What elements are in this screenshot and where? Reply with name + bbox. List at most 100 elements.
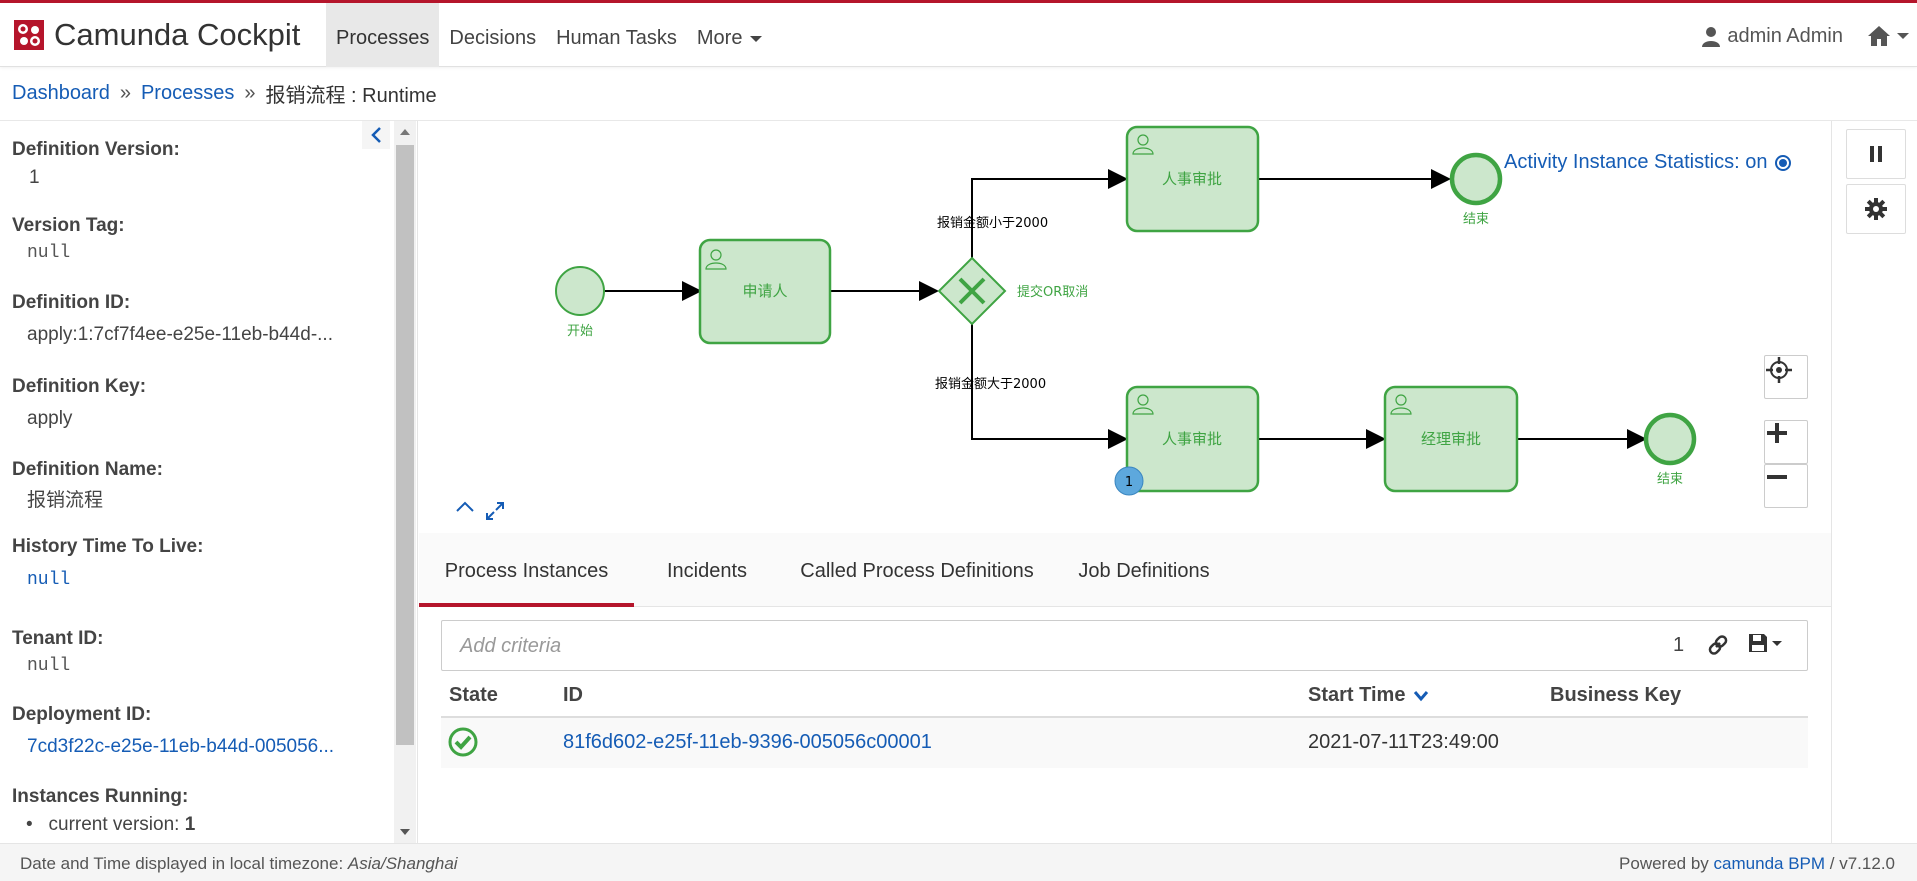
save-search-dropdown[interactable]: [1748, 633, 1782, 653]
prop-tenant-id: Tenant ID: null: [12, 628, 382, 676]
prop-value: null: [27, 243, 71, 263]
chevron-down-icon: [750, 35, 763, 42]
tab-job-definitions[interactable]: Job Definitions: [1078, 560, 1210, 582]
maximize-diagram-button[interactable]: [485, 501, 513, 529]
nav-more[interactable]: More: [687, 3, 773, 67]
exclusive-gateway[interactable]: [937, 256, 1007, 326]
nav-more-label: More: [696, 27, 743, 49]
settings-button[interactable]: [1846, 184, 1906, 234]
scroll-down-arrow-icon[interactable]: [394, 821, 416, 843]
breadcrumb-dashboard[interactable]: Dashboard: [12, 82, 110, 104]
reset-zoom-button[interactable]: [1764, 355, 1808, 399]
end-event-bottom[interactable]: [1643, 412, 1697, 466]
tab-called-process-definitions[interactable]: Called Process Definitions: [800, 560, 1034, 582]
column-header-state[interactable]: State: [449, 684, 498, 706]
user-task-icon: [705, 249, 727, 270]
plus-icon: [1767, 423, 1787, 443]
end-top-label: 结束: [1463, 212, 1489, 227]
user-task-icon: [1132, 394, 1154, 415]
tab-process-instances[interactable]: Process Instances: [419, 533, 634, 607]
prop-label: Definition Name:: [12, 459, 163, 480]
column-header-start-time-label: Start Time: [1308, 684, 1406, 706]
main-nav: Processes Decisions Human Tasks More: [326, 3, 772, 67]
task-manager-label: 经理审批: [1421, 430, 1481, 448]
nav-decisions[interactable]: Decisions: [449, 27, 537, 49]
start-event-label: 开始: [567, 324, 593, 339]
deployment-id-link[interactable]: 7cd3f22c-e25e-11eb-b44d-005056...: [27, 736, 335, 757]
top-navbar: Camunda Cockpit Processes Decisions Huma…: [0, 0, 1917, 67]
prop-definition-key: Definition Key: apply: [12, 376, 382, 430]
brand[interactable]: Camunda Cockpit: [14, 17, 300, 53]
current-version-label: current version:: [48, 814, 180, 835]
search-result-count: 1: [1673, 634, 1685, 656]
pause-icon: [1870, 146, 1882, 162]
prop-definition-id: Definition ID: apply:1:7cf7f4ee-e25e-11e…: [12, 292, 382, 346]
search-criteria-input[interactable]: Add criteria 1: [441, 620, 1808, 671]
prop-value[interactable]: null: [27, 570, 71, 590]
column-header-start-time[interactable]: Start Time: [1308, 684, 1429, 707]
table-row: 81f6d602-e25f-11eb-9396-005056c00001 202…: [441, 718, 1808, 768]
prop-label: Deployment ID:: [12, 704, 152, 725]
home-icon: [1868, 26, 1890, 46]
instance-count-badge[interactable]: [1114, 466, 1144, 496]
prop-label: Definition Key:: [12, 376, 147, 397]
instance-id-link[interactable]: 81f6d602-e25f-11eb-9396-005056c00001: [563, 731, 932, 753]
user-task-icon: [1390, 394, 1412, 415]
floppy-disk-icon: [1749, 634, 1767, 652]
chevron-down-icon: [1897, 33, 1909, 39]
chevron-left-icon: [371, 127, 381, 143]
end-bottom-label: 结束: [1657, 472, 1683, 487]
task-applicant[interactable]: [698, 238, 832, 345]
gear-icon: [1865, 198, 1887, 220]
chevron-up-icon: [456, 501, 474, 512]
prop-value: apply: [27, 408, 73, 429]
sequence-flows: [604, 169, 1647, 449]
scroll-up-arrow-icon[interactable]: [394, 121, 416, 143]
sidebar-collapse-button[interactable]: [362, 121, 390, 149]
timezone-value: Asia/Shanghai: [347, 854, 458, 873]
user-menu[interactable]: admin Admin: [1701, 25, 1843, 48]
table-header: State ID Start Time Business Key: [441, 676, 1808, 718]
crosshair-icon: [1766, 357, 1792, 383]
breadcrumb-separator: »: [119, 82, 131, 104]
scroll-thumb[interactable]: [396, 145, 414, 745]
powered-by: Powered by camunda BPM / v7.12.0: [1619, 854, 1895, 874]
sort-desc-icon: [1414, 690, 1429, 701]
breadcrumb-current: 报销流程 : Runtime: [265, 85, 437, 107]
task-manager-approval[interactable]: [1383, 385, 1519, 493]
activity-stats-toggle[interactable]: Activity Instance Statistics: on: [1504, 151, 1792, 174]
suspend-button[interactable]: [1846, 129, 1906, 179]
task-hr-bottom-label: 人事审批: [1162, 430, 1222, 448]
link-icon[interactable]: [1706, 633, 1730, 662]
prop-deployment-id: Deployment ID: 7cd3f22c-e25e-11eb-b44d-0…: [12, 704, 382, 758]
prop-label: Definition ID:: [12, 292, 131, 313]
task-applicant-label: 申请人: [742, 282, 787, 300]
prop-history-ttl: History Time To Live: null: [12, 536, 382, 590]
prop-version-tag: Version Tag: null: [12, 215, 382, 263]
column-header-id[interactable]: ID: [563, 684, 583, 706]
end-event-top[interactable]: [1449, 152, 1503, 206]
zoom-in-button[interactable]: [1764, 420, 1808, 464]
nav-processes[interactable]: Processes: [326, 3, 440, 67]
sidebar-scrollbar[interactable]: [394, 121, 416, 843]
current-version-count: 1: [184, 814, 196, 835]
breadcrumb-processes[interactable]: Processes: [140, 82, 235, 104]
action-panel: [1831, 121, 1917, 843]
expand-icon: [486, 502, 504, 520]
start-event[interactable]: [555, 266, 605, 316]
task-hr-approval-top[interactable]: [1125, 125, 1260, 233]
prop-value: 报销流程: [27, 490, 104, 511]
home-menu[interactable]: [1867, 25, 1909, 47]
tab-incidents[interactable]: Incidents: [666, 560, 748, 582]
camunda-bpm-link[interactable]: camunda BPM: [1713, 854, 1826, 873]
column-header-business-key[interactable]: Business Key: [1550, 684, 1682, 706]
nav-human-tasks[interactable]: Human Tasks: [556, 27, 677, 49]
prop-label: Instances Running:: [12, 786, 189, 807]
radio-on-icon: [1775, 154, 1792, 171]
collapse-diagram-button[interactable]: [455, 501, 483, 529]
definition-sidebar: Definition Version: 1 Version Tag: null …: [0, 121, 418, 843]
zoom-out-button[interactable]: [1764, 464, 1808, 508]
task-hr-approval-bottom[interactable]: [1125, 385, 1260, 493]
user-task-icon: [1132, 134, 1154, 155]
